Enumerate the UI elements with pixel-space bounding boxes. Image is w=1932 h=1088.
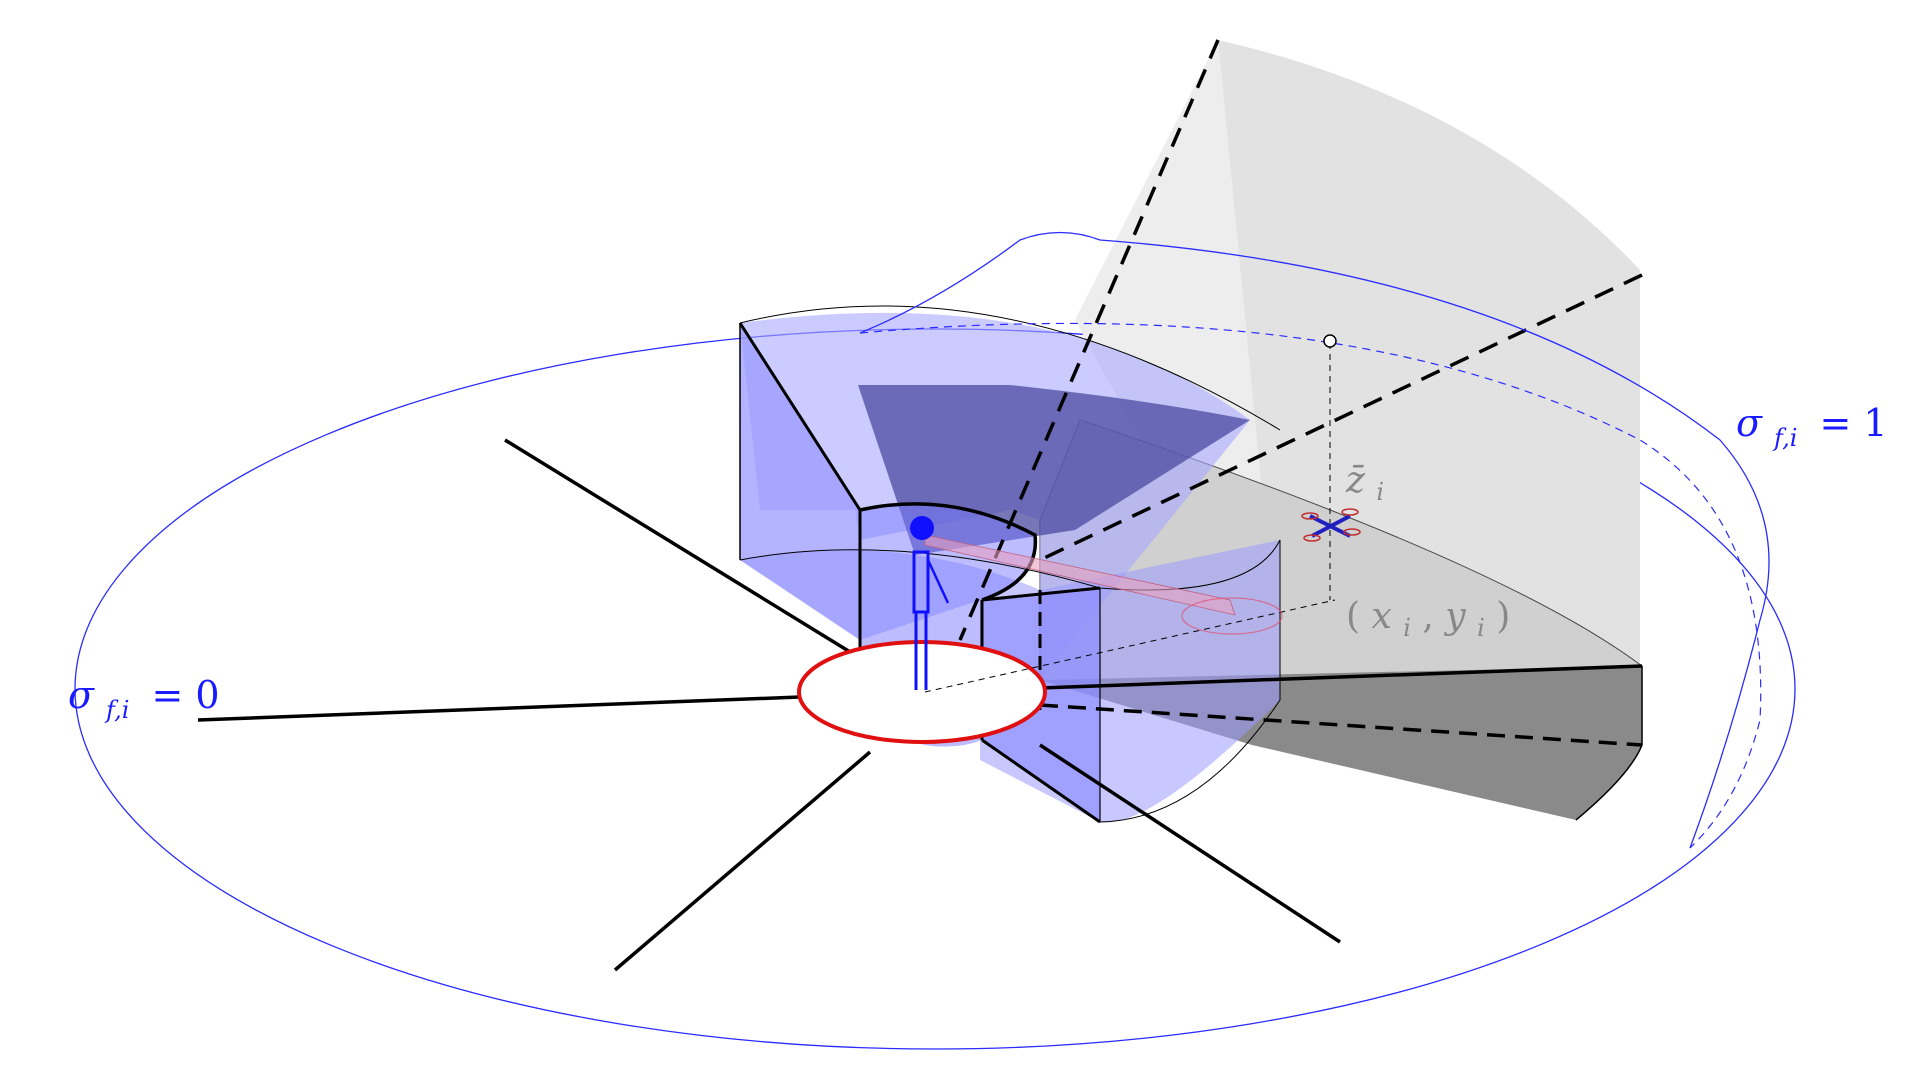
blue-sector-outline-top: [739, 305, 1281, 431]
spoke-right-dashed: [1039, 703, 1643, 747]
xy-coordinate-label: ( x i , y i ): [1346, 596, 1510, 645]
fov-dashed-line-steep: [958, 39, 1220, 641]
blue-sector-outline-front: [739, 539, 1281, 823]
ground-dashed-to-target: [924, 599, 1336, 693]
drone-icon: [1301, 508, 1361, 542]
spoke-upper-left: [504, 438, 856, 657]
fov-dashed-line-shallow: [1039, 273, 1643, 562]
blue-sector-edge-left-top: [738, 322, 862, 511]
spoke-left: [197, 695, 801, 722]
dark-gray-wedge-edge: [1575, 666, 1643, 821]
front-block-bottom: [981, 738, 1101, 824]
red-base-ellipse: [797, 640, 1047, 744]
spoke-lower-left: [613, 750, 872, 972]
altitude-top-marker: [1323, 334, 1337, 348]
z-bar-label: z̄ i: [1345, 460, 1384, 506]
sigma-one-curve-dashed: [859, 322, 1762, 849]
inner-arc-top: [859, 502, 1038, 602]
spoke-right-lower: [1039, 664, 1643, 690]
sigma-zero-label: σ f,i = 0: [68, 673, 220, 727]
human-figure-icon: [910, 516, 950, 690]
target-footprint-ellipse: [1181, 597, 1283, 635]
sigma-one-curve: [859, 231, 1770, 849]
sigma-one-label: σ f,i = 1: [1736, 401, 1888, 455]
target-beam: [924, 534, 1236, 616]
spoke-lower-right: [1039, 743, 1341, 944]
